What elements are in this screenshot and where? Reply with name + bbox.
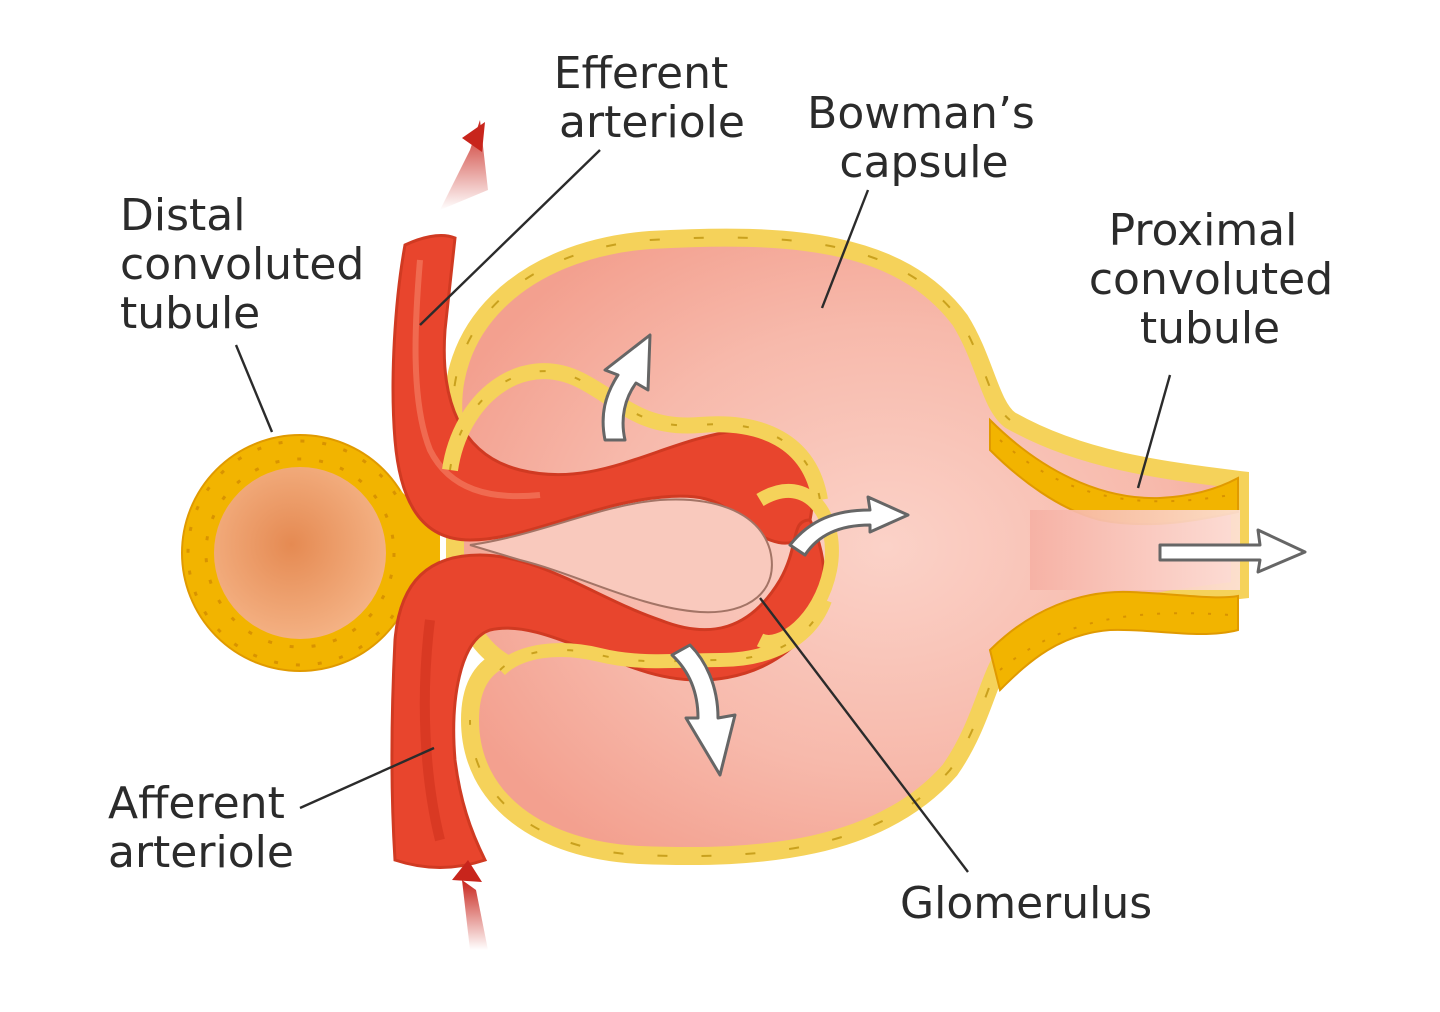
afferent-label: Afferent arteriole	[108, 778, 299, 878]
afferent-label-line1: Afferent	[108, 778, 285, 829]
proximal-tubule	[988, 417, 1240, 692]
glomerulus-loop	[469, 484, 839, 649]
efferent-label-line2: arteriole	[559, 97, 745, 148]
distal-leader	[234, 344, 274, 433]
leader-lines	[234, 149, 1172, 873]
visceral-layer	[442, 363, 832, 676]
efferent-arteriole	[391, 234, 814, 545]
afferent-label-line2: arteriole	[108, 827, 294, 878]
bowmans-capsule-label: Bowman’s capsule	[807, 88, 1049, 188]
distal-label-line2: convoluted	[120, 239, 364, 290]
proximal-label-line3: tubule	[1140, 303, 1280, 354]
glomerulus-leader	[759, 597, 969, 873]
distal-tubule	[181, 434, 440, 672]
proximal-leader	[1136, 374, 1172, 489]
distal-label-line1: Distal	[120, 190, 245, 241]
bowmans-label-line2: capsule	[839, 137, 1008, 188]
bowman-leader	[820, 189, 870, 309]
distal-tubule-label: Distal convoluted tubule	[120, 190, 378, 339]
afferent-leader	[299, 746, 435, 810]
efferent-label-line1: Efferent	[554, 48, 729, 99]
glomerulus-label: Glomerulus	[900, 878, 1152, 929]
filtrate-arrow-down	[670, 643, 737, 777]
blood-flow-out-arrowhead	[462, 122, 485, 152]
blood-flow-in-arrowhead	[452, 860, 482, 882]
efferent-leader	[419, 149, 601, 326]
filtrate-out-arrow	[1158, 528, 1307, 574]
proximal-label-line2: convoluted	[1089, 254, 1333, 305]
filtrate-arrow-right	[788, 495, 910, 557]
proximal-tubule-label: Proximal convoluted tubule	[1089, 205, 1347, 354]
bowmans-label-line1: Bowman’s	[807, 88, 1035, 139]
blood-flow-in-arrow	[462, 880, 488, 950]
filtration-arrows	[601, 333, 1307, 777]
proximal-label-line1: Proximal	[1109, 205, 1298, 256]
afferent-arteriole	[390, 518, 826, 869]
filtrate-arrow-up	[601, 333, 652, 442]
efferent-label: Efferent arteriole	[554, 48, 745, 148]
distal-label-line3: tubule	[120, 288, 260, 339]
